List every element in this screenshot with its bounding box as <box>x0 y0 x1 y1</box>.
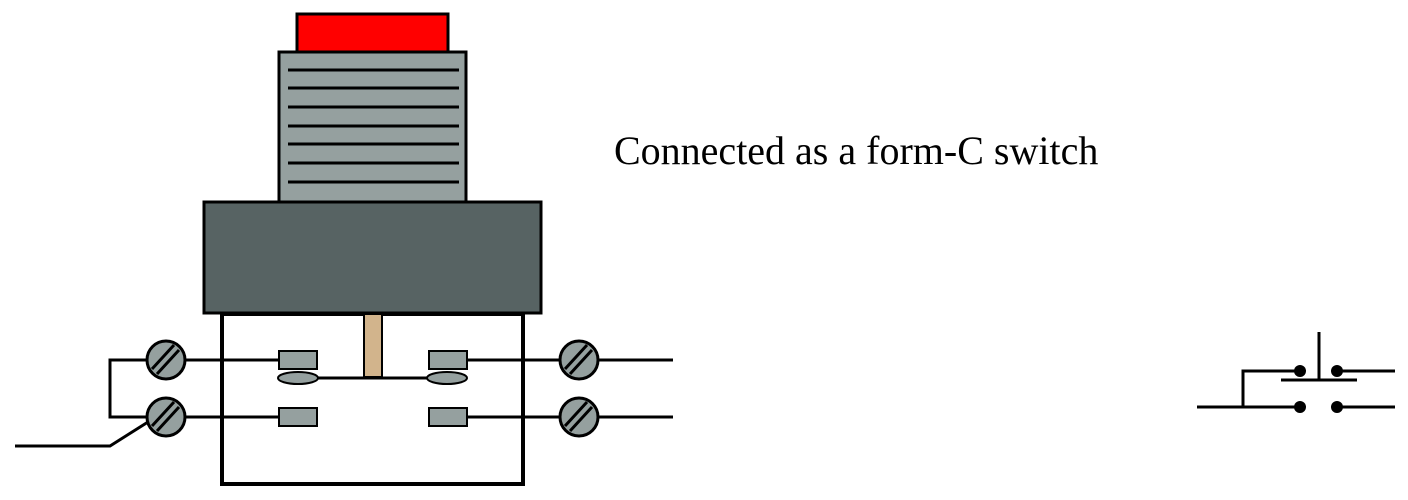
switch-contact-icon <box>428 407 468 427</box>
screw-terminal-icon <box>558 339 600 381</box>
screw-terminal-icon <box>145 396 187 438</box>
form-c-schematic-symbol <box>1197 332 1395 409</box>
actuator-plunger <box>363 313 383 378</box>
button-grip-lines <box>288 68 459 184</box>
switch-contact-icon <box>1294 365 1306 377</box>
diagram-caption: Connected as a form-C switch <box>614 128 1098 173</box>
screw-terminal-icon <box>145 339 187 381</box>
moving-contact-right <box>426 371 468 385</box>
wiring <box>15 358 673 448</box>
switch-contact-icon <box>278 350 318 370</box>
button-cap <box>295 12 450 54</box>
switch-contact-icon <box>1331 365 1343 377</box>
pushbutton-assembly <box>202 12 543 315</box>
switch-contact-icon <box>428 350 468 370</box>
contact-block <box>220 312 525 486</box>
switch-housing <box>202 200 543 315</box>
switch-contact-icon <box>1294 401 1306 413</box>
screw-terminals <box>145 339 600 438</box>
screw-terminal-icon <box>558 396 600 438</box>
schematic-contact-dots <box>1294 365 1343 413</box>
switch-contact-icon <box>1331 401 1343 413</box>
moving-contact-left <box>277 371 319 385</box>
switch-contact-icon <box>278 407 318 427</box>
